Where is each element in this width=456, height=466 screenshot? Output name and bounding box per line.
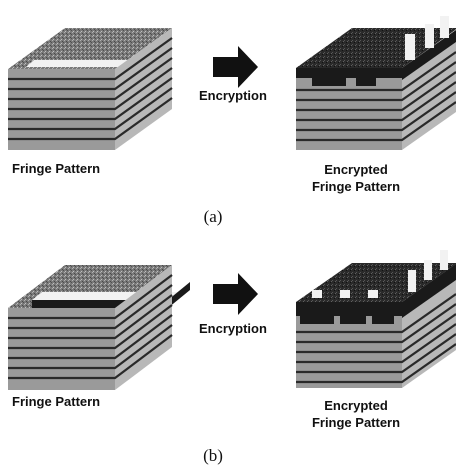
encryption-arrow-b: [213, 273, 258, 315]
encrypted-blocks: [296, 16, 456, 86]
fringe-stripes: [296, 51, 456, 142]
caption-b: (b): [203, 446, 223, 465]
encrypted-blocks: [296, 250, 456, 324]
right-label-b-line2: Fringe Pattern: [312, 415, 400, 430]
left-label-a: Fringe Pattern: [12, 161, 100, 176]
fringe-cube-left-a: [8, 28, 173, 150]
highlight-slice: [26, 60, 141, 67]
arrow-label-a: Encryption: [199, 88, 267, 103]
right-label-a-line2: Fringe Pattern: [312, 179, 400, 194]
right-label-b-line1: Encrypted: [324, 398, 388, 413]
fringe-stripes: [8, 37, 173, 141]
caption-a: (a): [204, 207, 223, 226]
cube-top-face: [296, 28, 456, 68]
fringe-stripes: [8, 274, 173, 380]
panel-a: Fringe Pattern Encryption Encrypted Frin…: [8, 16, 456, 226]
right-label-a-line1: Encrypted: [324, 162, 388, 177]
cube-top-face: [8, 28, 172, 69]
encrypted-cube-right-a: [296, 16, 456, 150]
fringe-stripes: [296, 293, 456, 384]
left-label-b: Fringe Pattern: [12, 394, 100, 409]
fringe-cube-left-b: [8, 265, 190, 390]
panel-b: Fringe Pattern Encryption Encrypted Frin…: [8, 250, 456, 465]
arrow-label-b: Encryption: [199, 321, 267, 336]
encryption-arrow-a: [213, 46, 258, 88]
encrypted-cube-right-b: [296, 250, 456, 388]
